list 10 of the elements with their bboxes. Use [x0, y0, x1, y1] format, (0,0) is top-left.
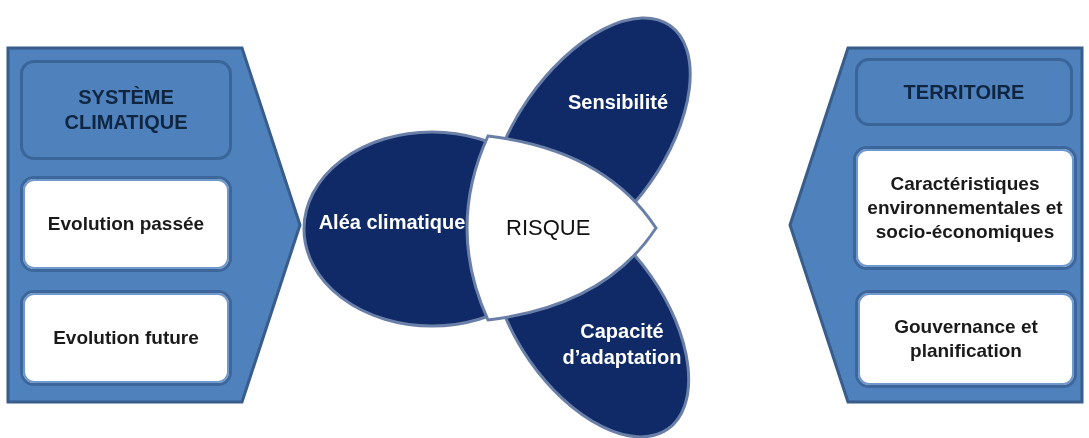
petal-label: Aléa climatique: [317, 210, 467, 235]
text-box: Evolution future: [20, 290, 232, 386]
center-label: RISQUE: [506, 215, 591, 241]
petal-label: Capacité d’adaptation: [561, 319, 683, 370]
header-box: SYSTÈME CLIMATIQUE: [20, 60, 232, 160]
header-box: TERRITOIRE: [855, 58, 1073, 126]
petal-label: Sensibilité: [566, 90, 669, 115]
text-box: Gouvernance et planification: [855, 290, 1077, 388]
text-box: Evolution passée: [20, 176, 232, 272]
text-box: Caractéristiques environnementales et socio-économiques: [853, 146, 1077, 270]
